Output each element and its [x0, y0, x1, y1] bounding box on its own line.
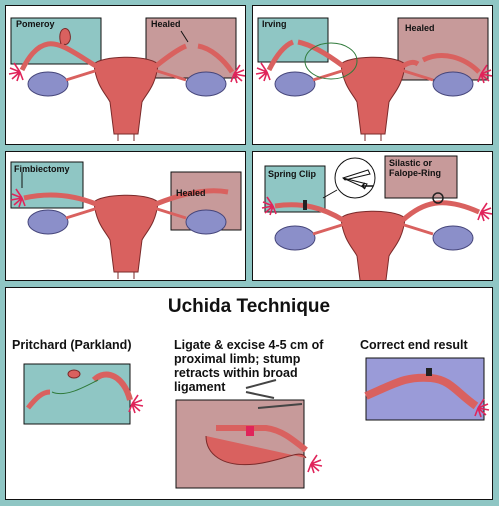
- irving-healed-label: Healed: [405, 23, 435, 33]
- pomeroy-panel: Pomeroy Healed: [5, 5, 246, 145]
- irving-panel: Irving Healed: [252, 5, 493, 145]
- ligate-caption: Ligate & excise 4-5 cm of proximal limb;…: [174, 338, 324, 394]
- pomeroy-healed-label: Healed: [151, 19, 181, 29]
- falope-ring-label: Silastic or Falope-Ring: [389, 158, 441, 178]
- result-caption: Correct end result: [360, 338, 468, 352]
- spring-clip-label: Spring Clip: [268, 169, 316, 179]
- uchida-title: Uchida Technique: [167, 296, 331, 317]
- fimbriectomy-label: Fimbiectomy: [14, 164, 70, 174]
- fimbriectomy-panel: Fimbiectomy Healed: [5, 151, 246, 281]
- pomeroy-label: Pomeroy: [16, 19, 55, 29]
- clips-panel: Spring Clip Silastic or Falope-Ring: [252, 151, 493, 281]
- uchida-panel: Uchida Technique Pritchard (Parkland) Li…: [5, 287, 493, 500]
- irving-label: Irving: [262, 19, 287, 29]
- pritchard-caption: Pritchard (Parkland): [12, 338, 132, 352]
- fimbriectomy-healed-label: Healed: [176, 188, 206, 198]
